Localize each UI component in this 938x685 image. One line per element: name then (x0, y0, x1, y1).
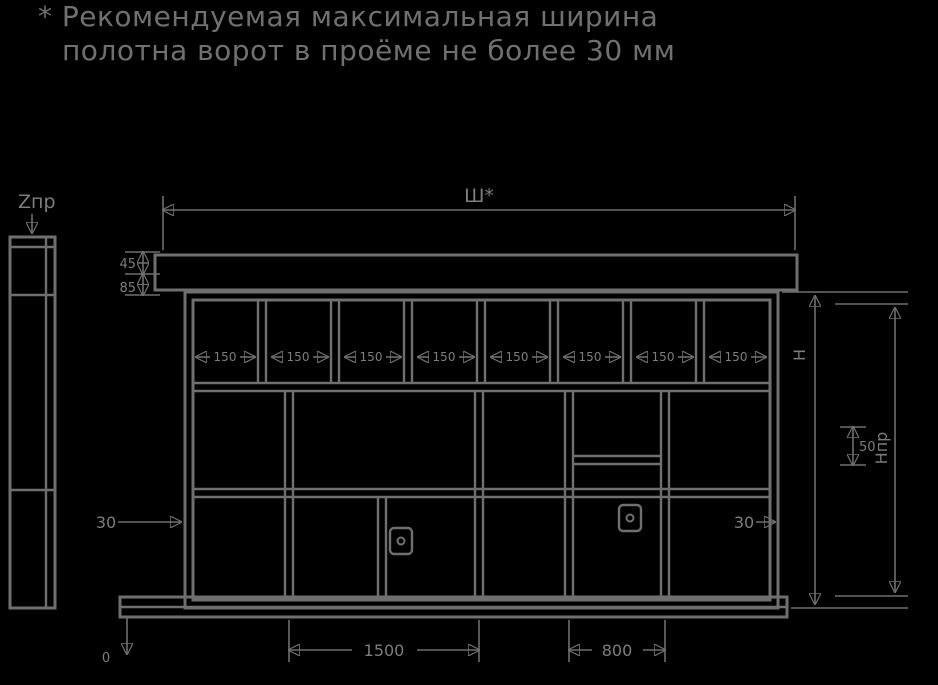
cell-dim: 150 (506, 350, 529, 364)
floor-level-marker: 0 (102, 617, 127, 666)
left-gap-label: 30 (96, 513, 116, 532)
top-width-label: Ш* (464, 185, 494, 207)
cell-dim: 150 (214, 350, 237, 364)
height-inner-label: Н (790, 349, 809, 361)
leaf-frame (183, 290, 780, 610)
footnote-line-1: * Рекомендуемая максимальная ширина (38, 0, 658, 33)
left-upper-small-dim: 45 (119, 257, 136, 272)
cell-dim: 150 (652, 350, 675, 364)
right-dimensions: Н Нпр 50 (782, 291, 908, 609)
level-label: 0 (102, 651, 110, 666)
left-gap-dimension: 30 (96, 513, 181, 532)
footnote-line-2: полотна ворот в проёме не более 30 мм (62, 34, 675, 67)
horizontal-rails (193, 381, 770, 499)
cell-dim: 150 (433, 350, 456, 364)
bottom-left-width-label: 1500 (364, 641, 405, 660)
wicket-handle (617, 503, 643, 533)
header-beam (153, 253, 799, 292)
leaf-handle (388, 526, 414, 556)
bottom-right-width-label: 800 (602, 641, 633, 660)
left-bracket-dimensions: 45 85 (119, 252, 160, 296)
cell-dim: 150 (579, 350, 602, 364)
cell-dim: 150 (360, 350, 383, 364)
top-width-dimension: Ш* (163, 185, 795, 250)
cell-dim: 150 (725, 350, 748, 364)
right-small-dim-label: 50 (859, 440, 876, 455)
bottom-rail-beam (118, 595, 789, 619)
post-gap-dimension: Zпр (18, 191, 56, 233)
cell-dim: 150 (287, 350, 310, 364)
left-lower-small-dim: 85 (119, 281, 136, 296)
post-gap-label: Zпр (18, 191, 56, 213)
height-outer-label: Нпр (872, 432, 891, 465)
footnote: * Рекомендуемая максимальная ширина поло… (38, 0, 675, 67)
lower-mullions (283, 391, 671, 600)
top-mullions (256, 300, 706, 383)
right-gap-dimension: 30 (734, 513, 775, 532)
right-gap-label: 30 (734, 513, 754, 532)
bottom-dimensions: 1500 800 (289, 620, 665, 662)
cell-dimensions: 150 150 150 150 150 150 150 150 (196, 350, 766, 364)
side-post (8, 235, 57, 610)
